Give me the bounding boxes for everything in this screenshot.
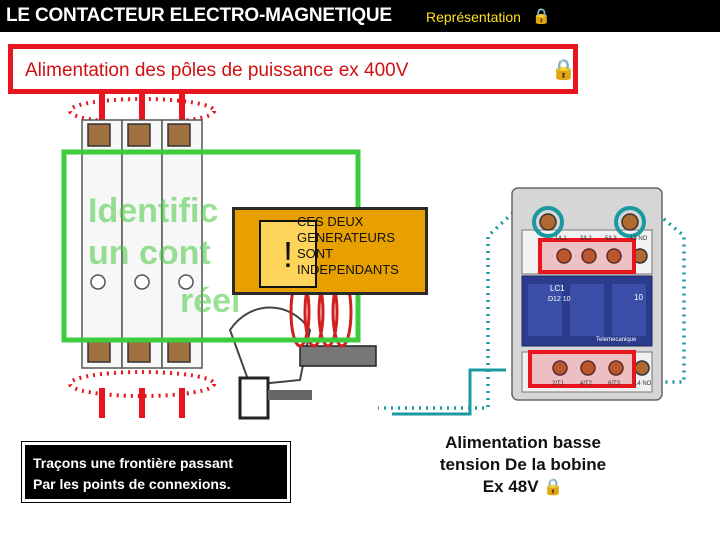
coil-connection-line <box>392 368 506 416</box>
coil-supply-line-3: Ex 48V <box>482 477 539 496</box>
coil-terminal-a2-marker <box>614 206 646 238</box>
warning-line: SONT <box>297 246 334 261</box>
contactor-model-sub: D12 10 <box>548 296 571 303</box>
terminal-label: 4/T2 <box>580 381 593 387</box>
pole-column-1 <box>81 119 123 369</box>
lock-icon[interactable]: 🔒 <box>551 59 576 81</box>
contactor-top-screws <box>539 213 648 264</box>
terminal-label: 14 NO <box>634 381 652 387</box>
warning-icon: ! <box>259 220 317 288</box>
bottom-terminal-labels: 2/T1 4/T2 6/T3 14 NO <box>552 381 652 387</box>
coil-connection-dotted <box>378 206 686 410</box>
identification-ghost-text: Identific <box>88 192 219 230</box>
feed-wires <box>99 94 185 122</box>
top-terminal-labels: 1/L1 3/L2 5/L3 13 NO <box>555 236 648 242</box>
coil-terminal-a1-marker <box>532 206 564 238</box>
armature-mechanism <box>228 306 377 420</box>
bottom-power-terminals-highlight <box>528 350 636 388</box>
slide-subtitle: Représentation <box>426 9 521 25</box>
terminal-label: 2/T1 <box>552 381 565 387</box>
contactor-model: LC1 <box>550 284 565 293</box>
frontier-line-1: Traçons une frontière passant <box>33 455 233 471</box>
slide-title: LE CONTACTEUR ELECTRO-MAGNETIQUE <box>6 5 392 26</box>
warning-callout: ! CES DEUX GENERATEURS SONT INDEPENDANTS <box>232 207 428 295</box>
pole-column-3 <box>161 119 203 369</box>
frontier-caption: Traçons une frontière passant Par les po… <box>22 442 290 502</box>
contactor-module: 10 <box>634 293 643 302</box>
warning-line: CES DEUX <box>297 214 364 229</box>
terminal-label: 13 NO <box>630 236 648 242</box>
power-supply-box: Alimentation des pôles de puissance ex 4… <box>8 44 578 94</box>
terminal-label: 5/L3 <box>605 236 617 242</box>
contactor-brand: Telemecanique <box>596 337 637 343</box>
warning-line: GENERATEURS <box>297 230 395 245</box>
contactor-bottom-screws <box>552 360 650 376</box>
lock-icon[interactable]: 🔒 <box>543 479 564 496</box>
terminal-label: 3/L2 <box>580 236 592 242</box>
identification-ghost-text: un cont <box>88 234 211 272</box>
lock-icon[interactable]: 🔒 <box>532 8 551 25</box>
terminal-label: 6/T3 <box>608 381 621 387</box>
power-supply-label: Alimentation des pôles de puissance ex 4… <box>25 60 409 81</box>
pole-column-2 <box>121 119 163 369</box>
top-power-terminals-highlight <box>538 238 636 274</box>
coil-supply-line-1: Alimentation basse <box>445 433 601 452</box>
bottom-terminals-ellipse <box>68 370 216 398</box>
warning-text: CES DEUX GENERATEURS SONT INDEPENDANTS <box>297 214 427 278</box>
terminal-label: 1/L1 <box>555 236 567 242</box>
coil-supply-caption: Alimentation basse tension De la bobine … <box>398 432 648 499</box>
title-bar: LE CONTACTEUR ELECTRO-MAGNETIQUE Représe… <box>0 0 720 32</box>
identification-ghost-text: réel <box>180 282 241 320</box>
coil-supply-line-2: tension De la bobine <box>439 455 607 474</box>
output-wires <box>99 388 185 418</box>
pole-contacts <box>90 274 194 290</box>
frontier-line-2: Par les points de connexions. <box>33 476 231 492</box>
top-terminals-ellipse <box>68 97 216 125</box>
warning-line: INDEPENDANTS <box>297 262 399 277</box>
